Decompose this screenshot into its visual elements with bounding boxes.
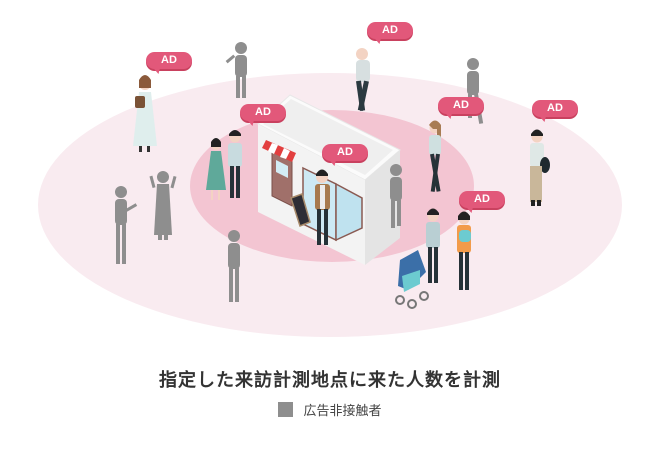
person-woman-green-dress — [206, 138, 226, 200]
ad-bubble-3: AD — [240, 104, 286, 126]
ad-label: AD — [337, 146, 353, 158]
ad-bubble-4: AD — [438, 97, 484, 119]
gray-person-4 — [115, 186, 138, 264]
legend: 広告非接触者 — [0, 400, 660, 419]
person-man-brown-jacket — [315, 169, 330, 245]
ad-label: AD — [255, 106, 271, 118]
person-man-shoulder-bag — [530, 129, 550, 206]
ad-label: AD — [453, 99, 469, 111]
person-man-stroller — [426, 208, 440, 283]
gray-person-1 — [225, 42, 247, 98]
scene-illustration — [38, 42, 622, 337]
ad-contacted-people — [133, 48, 550, 309]
ad-bubble-1: AD — [146, 52, 192, 74]
diagram-title: 指定した来訪計測地点に来た人数を計測 — [159, 370, 501, 391]
legend-swatch-gray — [278, 402, 294, 417]
non-contact-people — [115, 42, 484, 302]
ad-bubble-5: AD — [532, 100, 578, 122]
gray-person-5 — [149, 171, 177, 240]
person-woman-phone — [429, 120, 441, 192]
stroller — [395, 250, 429, 309]
ad-bubble-6: AD — [322, 144, 368, 166]
ad-label: AD — [382, 24, 398, 36]
measurement-scene: AD AD AD AD AD AD AD — [38, 22, 622, 337]
ad-label: AD — [161, 54, 177, 66]
gray-person-3 — [390, 164, 402, 228]
gray-person-6 — [228, 230, 240, 302]
ad-bubble-7: AD — [459, 191, 505, 213]
ad-label: AD — [474, 193, 490, 205]
ad-bubble-2: AD — [367, 22, 413, 44]
person-man-light-shirt — [228, 130, 242, 198]
person-woman-baby — [457, 211, 471, 290]
legend-label: 広告非接触者 — [303, 404, 382, 419]
person-man-walking — [356, 48, 370, 111]
person-woman-bag — [133, 75, 157, 152]
ad-label: AD — [547, 102, 563, 114]
